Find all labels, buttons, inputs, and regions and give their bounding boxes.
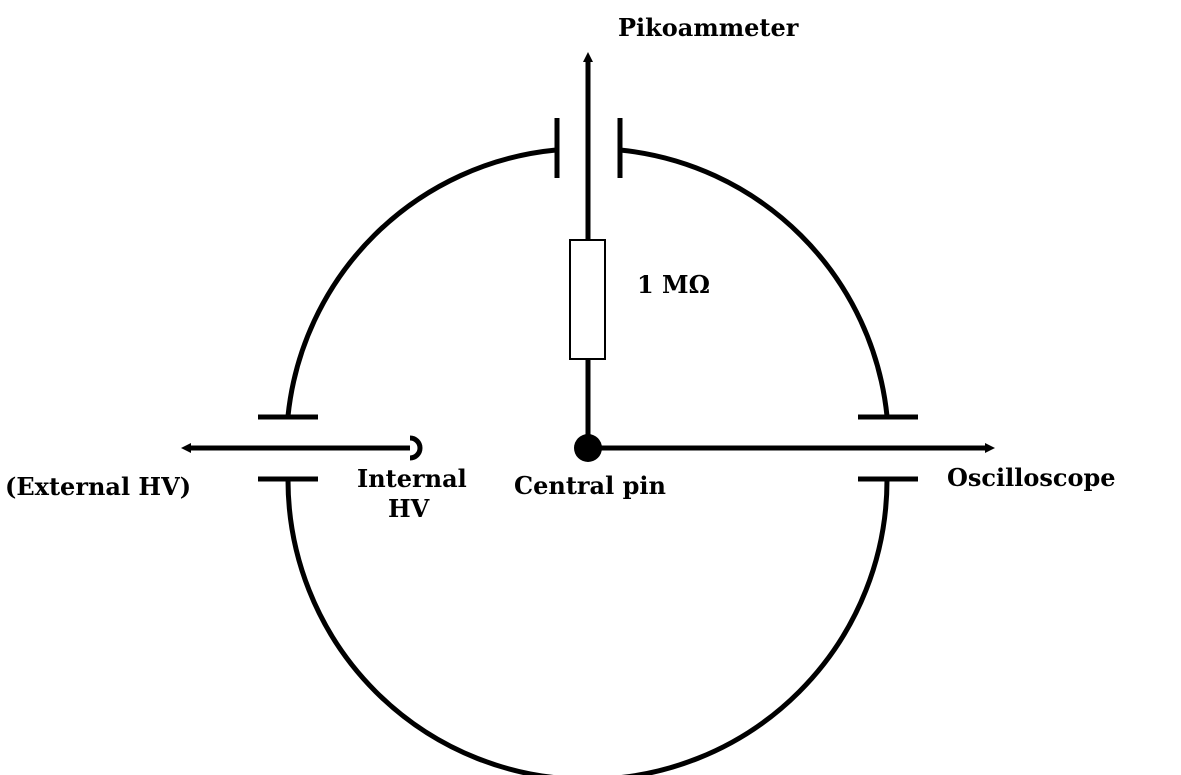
label-internal-hv-line1: Internal <box>357 464 467 493</box>
label-oscilloscope: Oscilloscope <box>947 463 1116 492</box>
circle-arc-top-right <box>619 147 890 417</box>
central-pin-dot <box>574 434 602 462</box>
circle-arc-bottom <box>285 479 890 775</box>
label-external-hv: (External HV) <box>5 472 191 501</box>
internal-hv-hook <box>409 435 423 461</box>
circle-arc-top-left <box>285 147 557 417</box>
label-central-pin: Central pin <box>514 471 666 500</box>
resistor <box>569 239 606 360</box>
label-internal-hv-line2: HV <box>388 494 430 523</box>
label-picoammeter: Pikoammeter <box>618 13 799 42</box>
label-resistor-value: 1 MΩ <box>637 270 710 299</box>
